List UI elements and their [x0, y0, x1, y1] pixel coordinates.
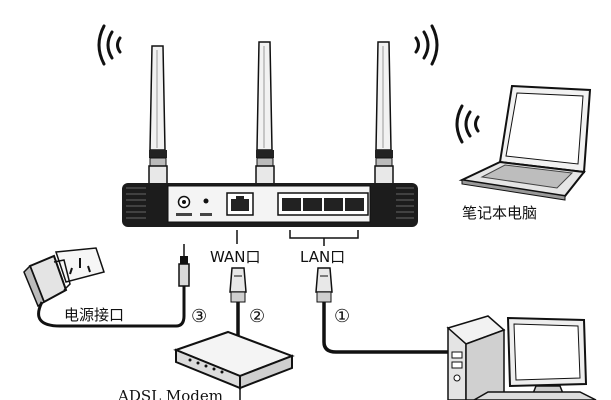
rj45-plug-wan-icon	[229, 267, 247, 303]
dc-plug-icon	[178, 244, 190, 287]
wifi-waves-right-icon	[414, 24, 439, 66]
marker-one: ①	[334, 306, 350, 327]
laptop-icon	[458, 84, 592, 201]
marker-three: ③	[191, 306, 207, 327]
desktop-computer-icon	[446, 315, 597, 400]
wifi-waves-left-icon	[97, 24, 122, 66]
power-adapter-icon	[23, 254, 71, 308]
marker-two: ②	[249, 306, 265, 327]
rj45-plug-lan-icon	[315, 267, 333, 303]
lan-bracket	[289, 230, 359, 246]
modem-label: ADSL Modem	[117, 387, 223, 400]
antenna-left-icon	[148, 45, 168, 207]
router-icon	[122, 183, 418, 227]
wifi-waves-laptop-icon	[455, 104, 480, 144]
power-cable	[37, 286, 186, 328]
lan-port-label: LAN口	[300, 248, 345, 266]
wan-port-label: WAN口	[210, 248, 261, 266]
wall-socket-icon	[54, 247, 105, 283]
lan-cable	[322, 302, 460, 354]
modem-icon	[173, 330, 295, 390]
power-port-label: 电源接口	[64, 306, 124, 324]
laptop-label: 笔记本电脑	[462, 204, 537, 222]
